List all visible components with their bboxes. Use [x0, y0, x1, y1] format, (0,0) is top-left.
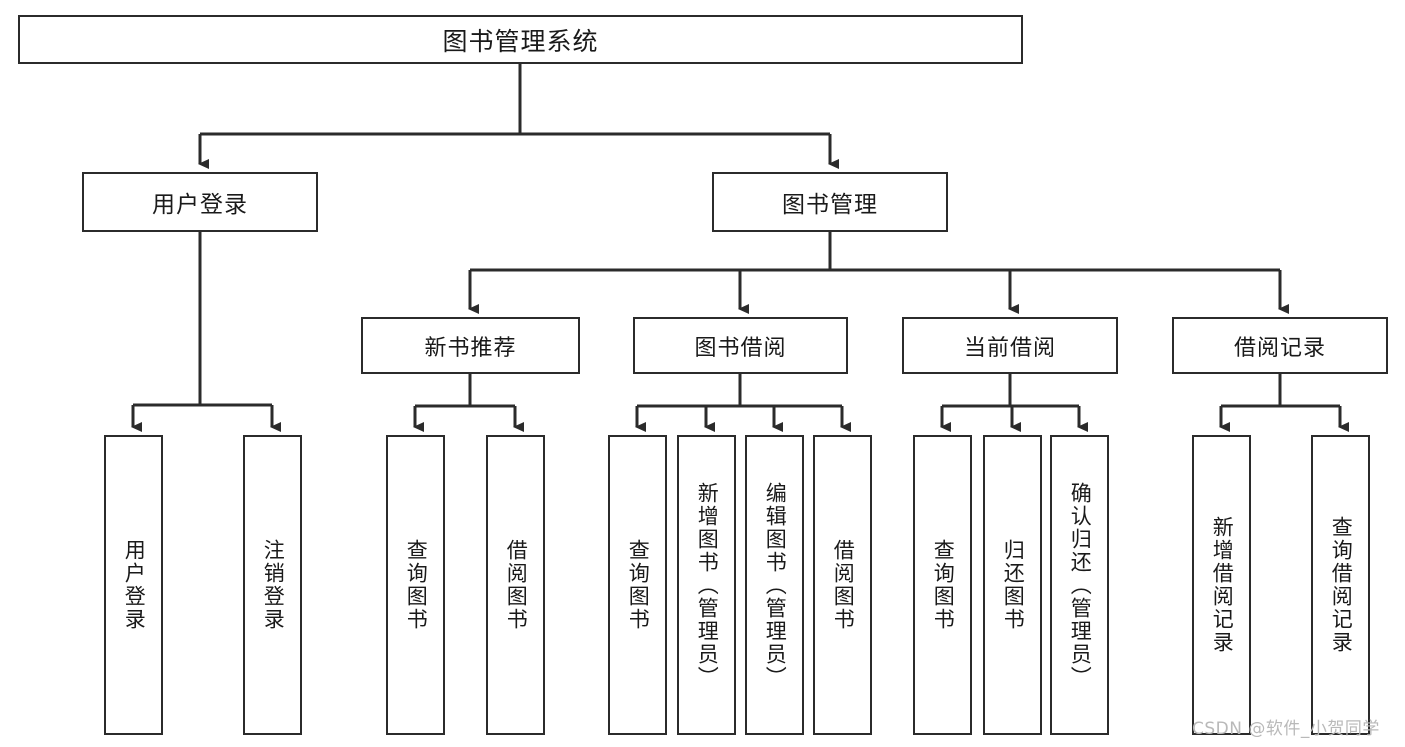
node-leaf-borrow-book-2[interactable]: 借阅图书: [813, 435, 872, 735]
node-user-login-label: 用户登录: [152, 192, 248, 218]
csdn-watermark: CSDN @软件_小贺同学: [1192, 719, 1380, 739]
node-borrow-record[interactable]: 借阅记录: [1172, 317, 1388, 374]
node-leaf-return-book[interactable]: 归还图书: [983, 435, 1042, 735]
node-book-manage-label: 图书管理: [782, 192, 878, 218]
node-current-borrow-label: 当前借阅: [963, 335, 1056, 361]
node-leaf-confirm-return-admin[interactable]: 确认归还（管理员）: [1050, 435, 1109, 735]
node-book-borrow-label: 图书借阅: [694, 335, 787, 361]
node-leaf-add-borrow-record-label: 新增借阅记录: [1210, 516, 1235, 654]
node-leaf-user-login[interactable]: 用户登录: [104, 435, 163, 735]
node-root[interactable]: 图书管理系统: [18, 15, 1023, 64]
node-leaf-confirm-return-admin-label: 确认归还（管理员）: [1068, 481, 1093, 689]
node-book-borrow[interactable]: 图书借阅: [633, 317, 848, 374]
node-current-borrow[interactable]: 当前借阅: [902, 317, 1118, 374]
node-new-book-recommend[interactable]: 新书推荐: [361, 317, 580, 374]
node-leaf-query-book-2-label: 查询图书: [626, 539, 651, 631]
node-leaf-add-book-admin[interactable]: 新增图书（管理员）: [677, 435, 736, 735]
node-user-login[interactable]: 用户登录: [82, 172, 318, 232]
node-book-manage[interactable]: 图书管理: [712, 172, 948, 232]
node-leaf-query-book-1[interactable]: 查询图书: [386, 435, 445, 735]
node-leaf-borrow-book-1[interactable]: 借阅图书: [486, 435, 545, 735]
node-leaf-user-login-label: 用户登录: [122, 539, 147, 631]
node-leaf-edit-book-admin-label: 编辑图书（管理员）: [763, 481, 788, 689]
node-leaf-query-borrow-record-label: 查询借阅记录: [1329, 516, 1354, 654]
node-root-label: 图书管理系统: [442, 26, 599, 56]
node-leaf-query-book-2[interactable]: 查询图书: [608, 435, 667, 735]
node-leaf-borrow-book-1-label: 借阅图书: [504, 539, 529, 631]
node-leaf-return-book-label: 归还图书: [1001, 539, 1026, 631]
node-borrow-record-label: 借阅记录: [1233, 335, 1326, 361]
node-leaf-query-book-3[interactable]: 查询图书: [913, 435, 972, 735]
node-leaf-logout-label: 注销登录: [261, 539, 286, 631]
node-leaf-add-book-admin-label: 新增图书（管理员）: [695, 481, 720, 689]
node-leaf-edit-book-admin[interactable]: 编辑图书（管理员）: [745, 435, 804, 735]
node-leaf-query-book-1-label: 查询图书: [404, 539, 429, 631]
node-leaf-query-borrow-record[interactable]: 查询借阅记录: [1311, 435, 1370, 735]
node-leaf-add-borrow-record[interactable]: 新增借阅记录: [1192, 435, 1251, 735]
node-leaf-query-book-3-label: 查询图书: [931, 539, 956, 631]
node-leaf-borrow-book-2-label: 借阅图书: [831, 539, 856, 631]
node-leaf-logout[interactable]: 注销登录: [243, 435, 302, 735]
node-new-book-recommend-label: 新书推荐: [424, 335, 517, 361]
